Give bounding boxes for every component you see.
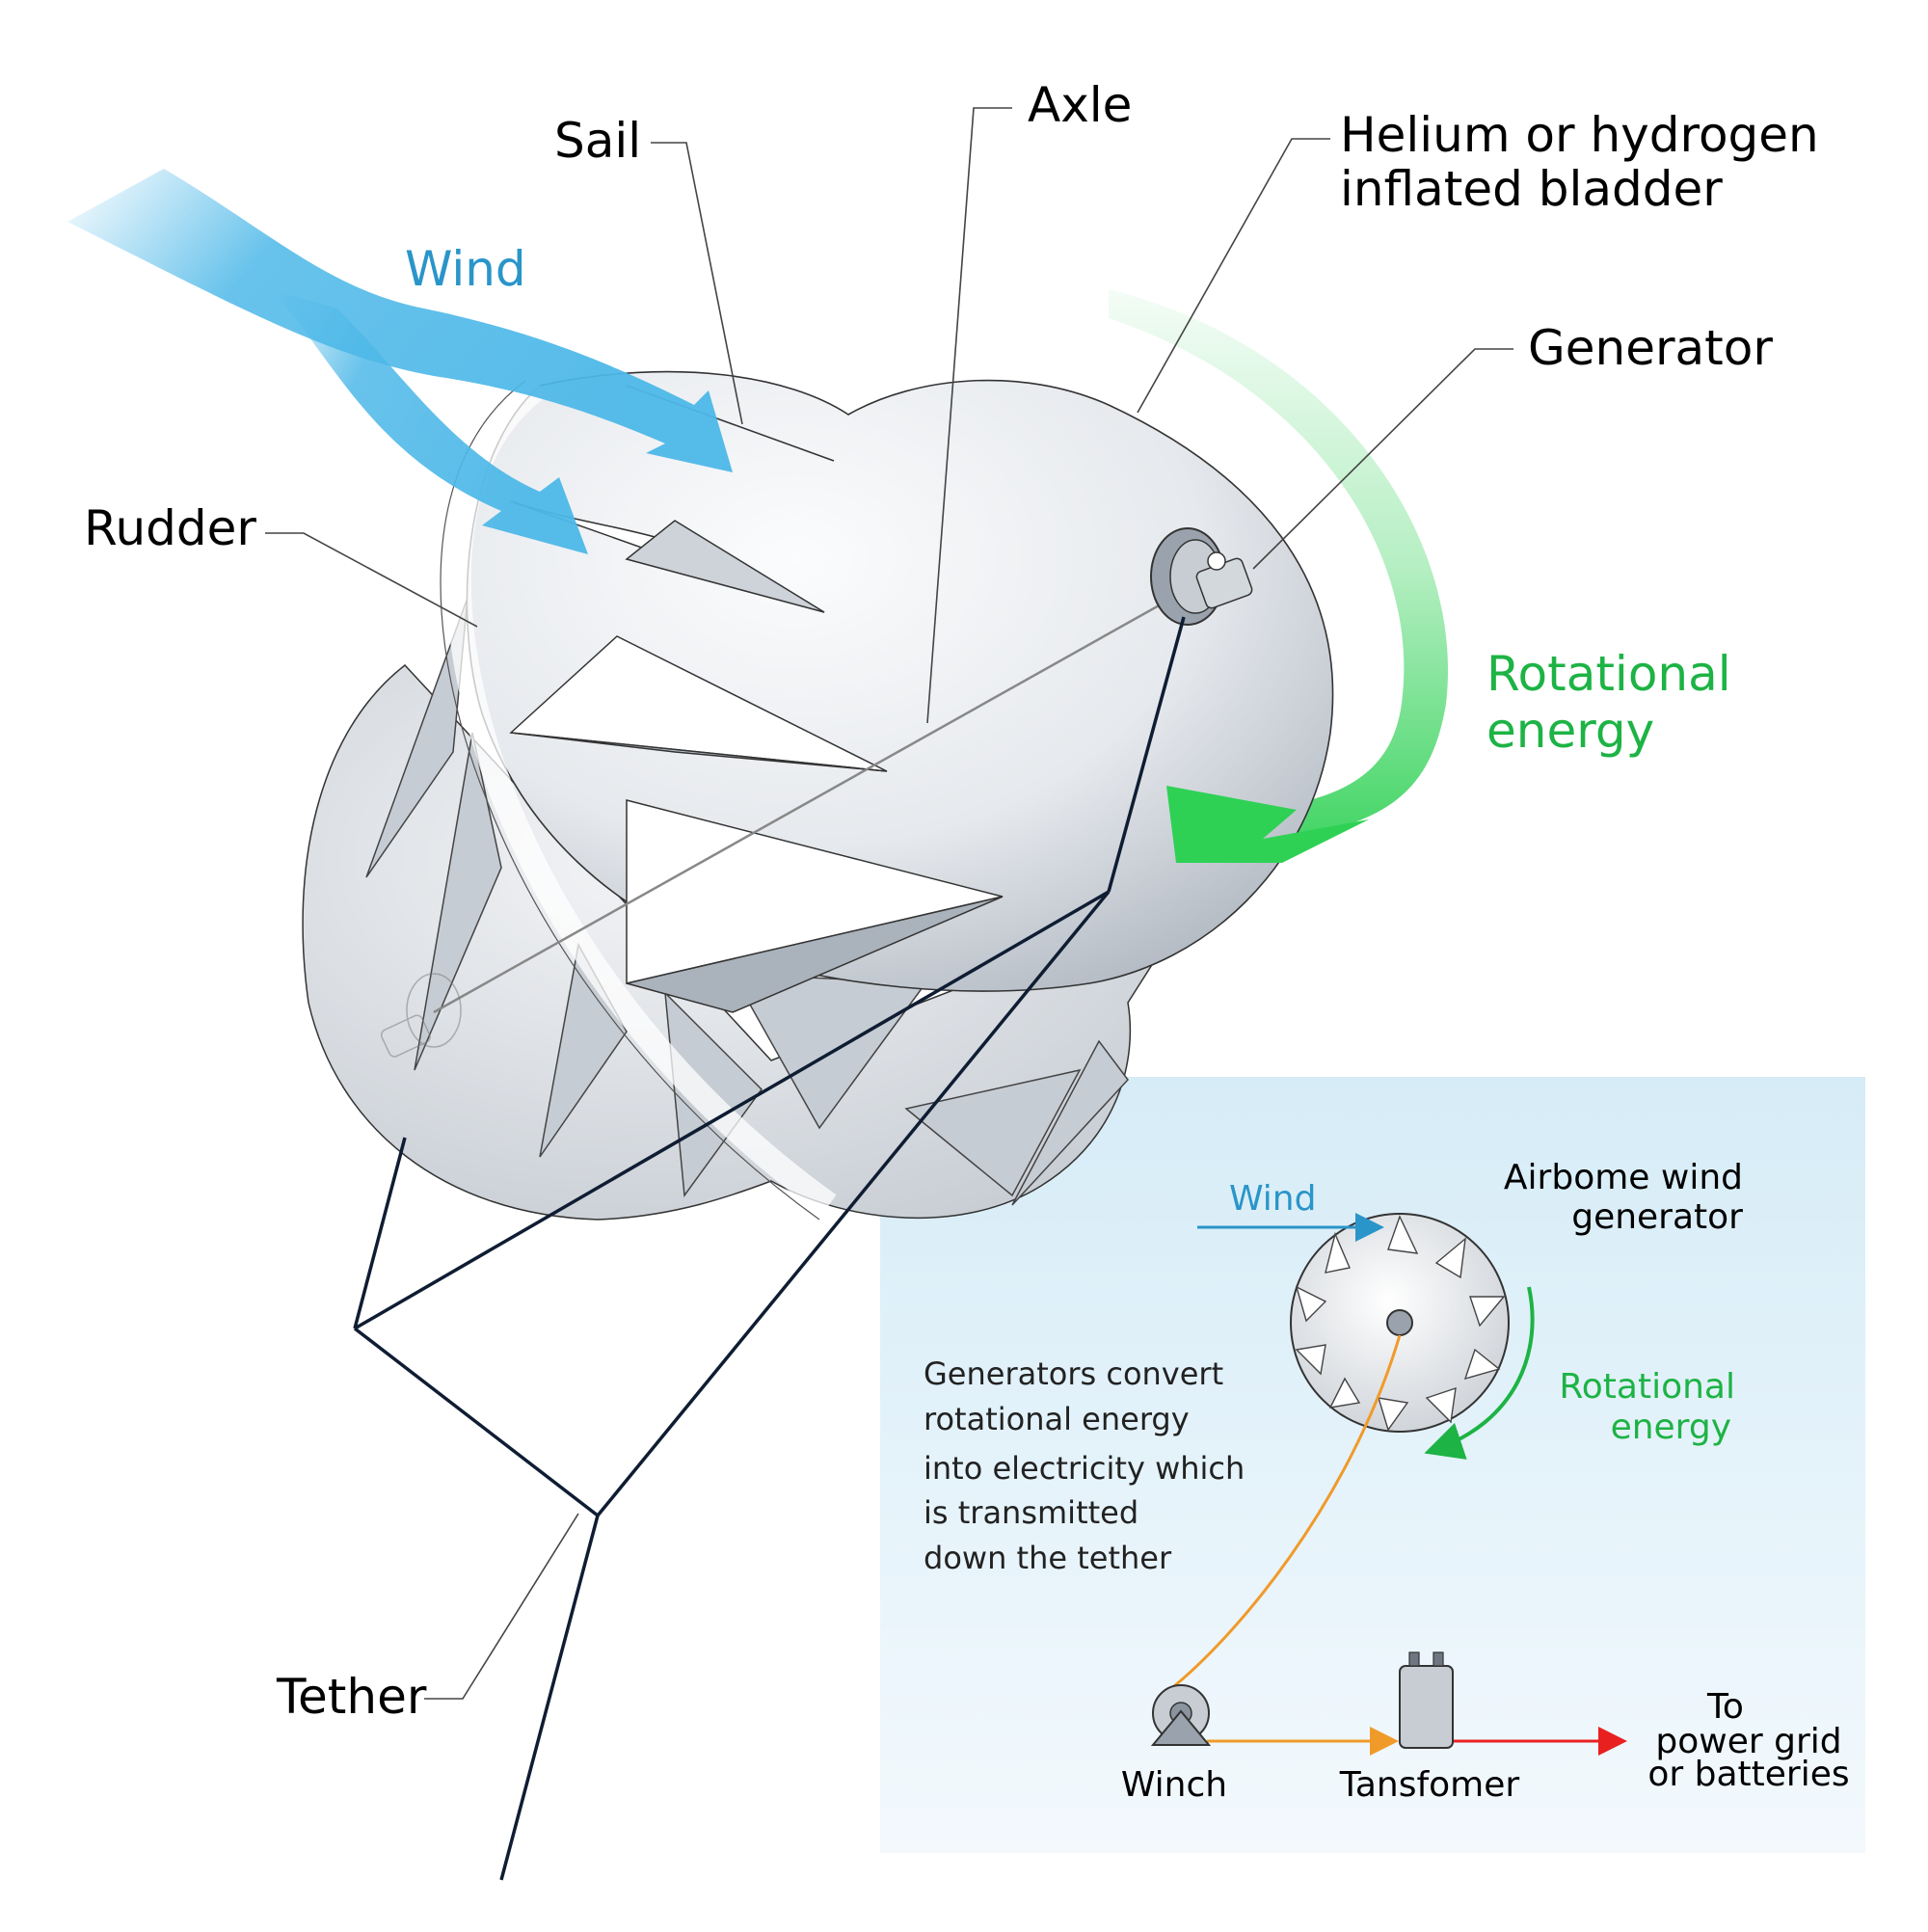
turbine-icon [1290,1213,1510,1433]
rotational-arrowhead [1166,786,1369,863]
inset-panel [880,1077,1865,1853]
inset-destination-1: To [1706,1687,1744,1727]
inset-description-3: into electricity which [924,1450,1245,1487]
generator-icon [1150,527,1253,626]
inset-destination-3: or batteries [1647,1755,1849,1794]
inset-title-2: generator [1571,1197,1743,1237]
inset-destination-2: power grid [1655,1722,1841,1761]
rotational-arrow-band [1109,289,1449,839]
axle-line [433,567,1225,1014]
inset-description-2: rotational energy [924,1401,1190,1437]
winch-icon [1150,1684,1212,1746]
tether-leader [424,1513,579,1700]
inset-rotational-2: energy [1611,1408,1731,1447]
generator-leader [1252,348,1513,570]
label-sail: Sail [554,113,641,169]
bladder-leader [1137,138,1330,414]
label-generator: Generator [1528,320,1773,376]
transformer-icon [1399,1651,1454,1749]
inset-wind-label: Wind [1229,1179,1316,1219]
inset-rotational-1: Rotational [1559,1367,1735,1407]
rear-generator-icon [380,973,462,1058]
sail-leader [651,142,743,425]
wind-arrow-band [67,169,733,472]
inset-title-1: Airbome wind [1504,1158,1743,1197]
label-bladder-1: Helium or hydrogen [1340,107,1819,163]
label-tether: Tether [276,1669,427,1725]
inset-winch-label: Winch [1121,1765,1227,1805]
label-rotational-1: Rotational [1486,646,1731,702]
inset-cable [1168,1334,1402,1692]
wind-arrow-band-lower [270,289,588,554]
axle-leader [926,107,1012,724]
rudder-leader [265,532,478,628]
inset-description-1: Generators convert [924,1355,1223,1392]
inset-rotational-arrow [1424,1286,1535,1460]
label-rudder: Rudder [84,500,256,556]
tether-lines [353,616,1186,1881]
inset-transformer-label: Tansfomer [1339,1765,1520,1805]
rear-bladder [302,663,1197,1221]
label-bladder-2: inflated bladder [1340,161,1723,217]
label-wind: Wind [405,241,526,297]
label-axle: Axle [1028,77,1132,133]
inset-description-5: down the tether [924,1540,1172,1576]
inset-description-4: is transmitted [924,1494,1138,1531]
front-sails [509,385,1004,1013]
label-rotational-2: energy [1486,703,1654,759]
